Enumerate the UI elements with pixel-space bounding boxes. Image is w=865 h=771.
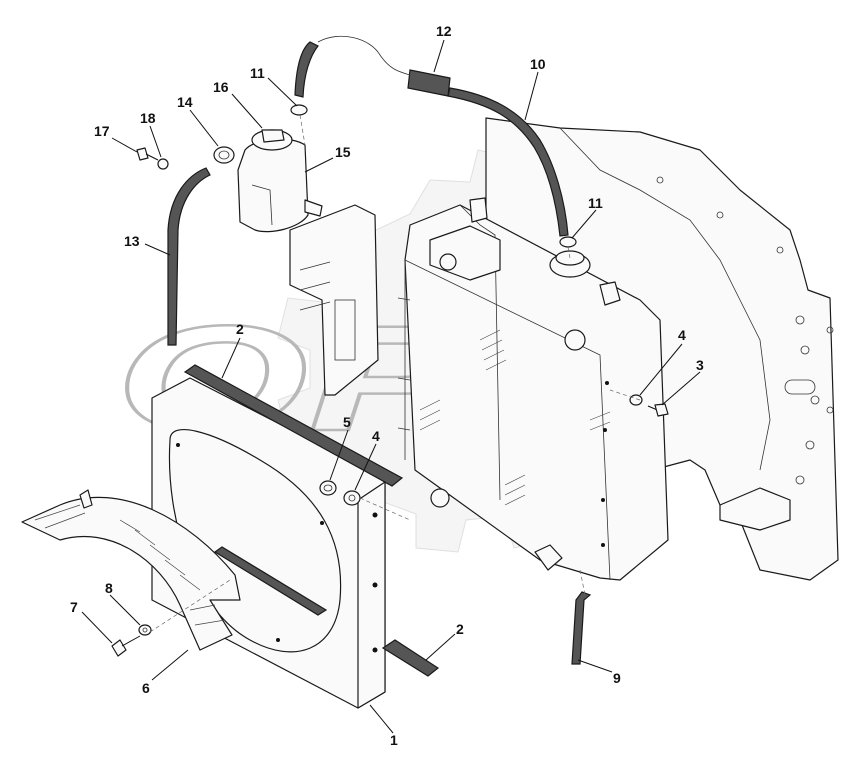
overflow-tube xyxy=(317,35,411,76)
callout-5: 5 xyxy=(343,414,351,430)
grommet-5 xyxy=(319,480,337,496)
clamp-11-top xyxy=(290,104,308,116)
callout-2-bottom: 2 xyxy=(456,621,464,637)
clamp-11-right xyxy=(559,236,577,248)
seal-strip-mid xyxy=(213,546,328,616)
callout-9: 9 xyxy=(613,670,621,686)
callout-1: 1 xyxy=(390,732,398,748)
callout-3: 3 xyxy=(696,357,704,373)
callout-11-right: 11 xyxy=(588,195,603,211)
hose-top-short xyxy=(294,41,319,98)
washer-18 xyxy=(157,158,169,170)
callout-7: 7 xyxy=(70,599,78,615)
mounting-plate xyxy=(485,117,839,581)
callout-18: 18 xyxy=(140,110,156,126)
callout-11-top: 11 xyxy=(250,65,265,81)
leader-lines xyxy=(81,39,701,734)
seal-strip-top xyxy=(183,364,404,487)
bolt-17 xyxy=(136,147,159,161)
fan-guard xyxy=(21,489,241,651)
hose-13 xyxy=(167,167,211,346)
callout-12: 12 xyxy=(436,23,452,39)
callout-8: 8 xyxy=(105,580,113,596)
washer-8 xyxy=(138,624,152,636)
radiator-bracket xyxy=(289,204,379,396)
callout-2-top: 2 xyxy=(236,321,244,337)
callout-13: 13 xyxy=(124,233,140,249)
bolt-7 xyxy=(111,635,141,657)
callout-17: 17 xyxy=(94,123,110,139)
hose-10 xyxy=(447,87,569,237)
callout-16: 16 xyxy=(213,79,229,95)
hose-12 xyxy=(407,69,451,97)
callout-14: 14 xyxy=(177,94,193,110)
radiator-mesh xyxy=(419,329,611,506)
radiator xyxy=(397,197,669,581)
expansion-tank xyxy=(237,129,323,233)
callout-10: 10 xyxy=(530,56,546,72)
callout-labels: 12 10 11 16 14 18 17 15 11 13 2 4 3 5 4 … xyxy=(70,23,704,748)
assembly-centerlines xyxy=(149,114,641,633)
clamp-14 xyxy=(213,146,235,164)
seal-strip-bottom xyxy=(381,639,440,677)
hose-9 xyxy=(571,591,592,665)
callout-4-right: 4 xyxy=(678,327,686,343)
callout-15: 15 xyxy=(335,144,351,160)
callout-4-mid: 4 xyxy=(372,428,380,444)
washer-4-mid xyxy=(343,490,361,506)
bolt-3 xyxy=(647,403,669,417)
washer-4-right xyxy=(629,394,643,406)
callout-6: 6 xyxy=(142,680,150,696)
